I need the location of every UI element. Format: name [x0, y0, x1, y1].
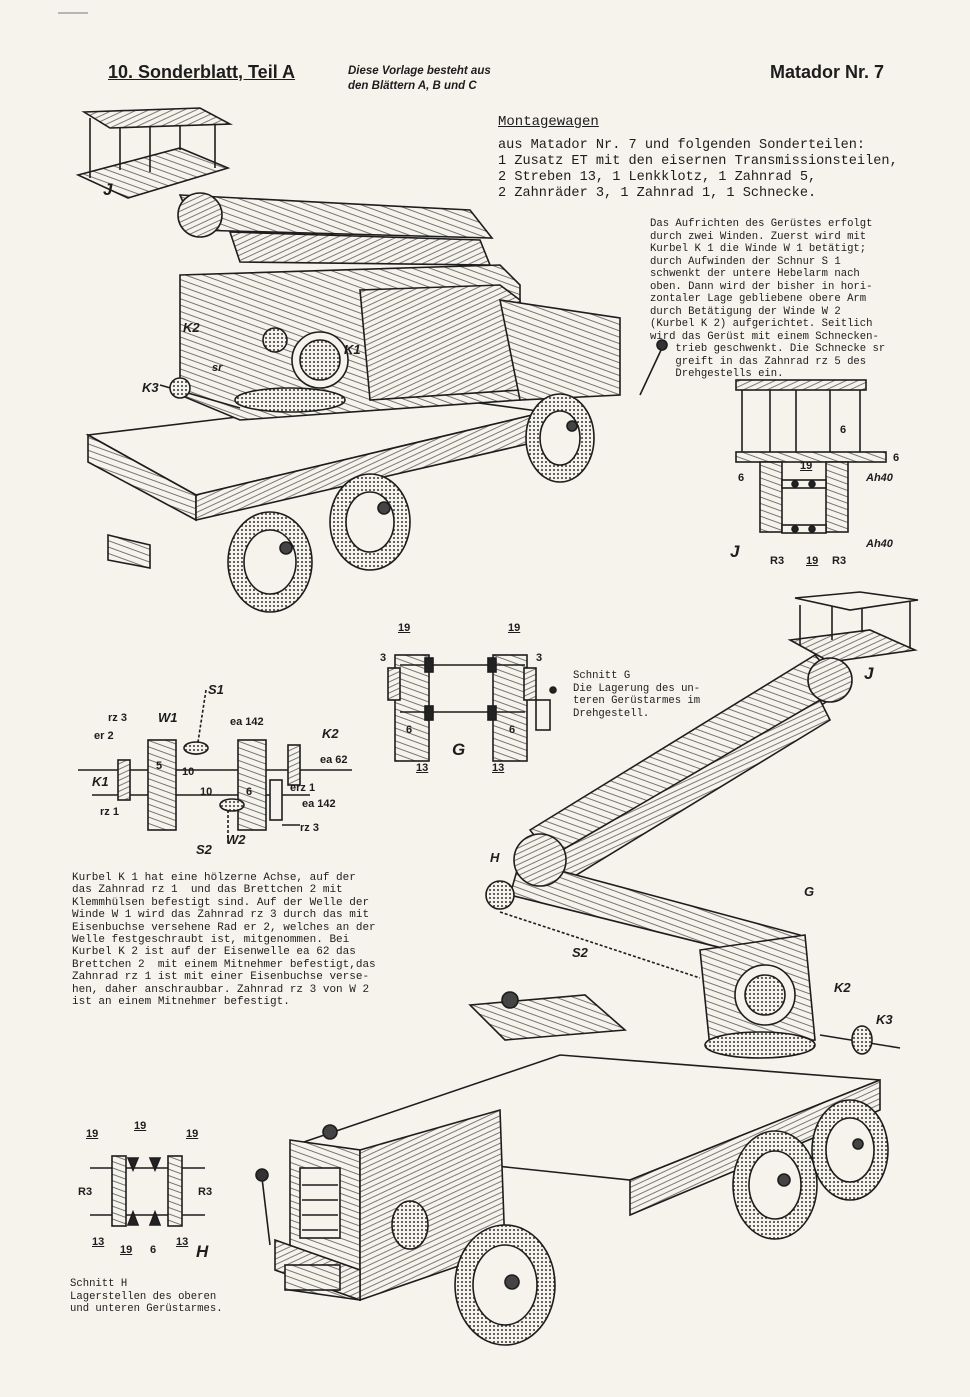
- section-g-note: Schnitt G Die Lagerung des un- teren Ger…: [573, 670, 701, 720]
- label-w2: W2: [226, 832, 246, 847]
- intro-text: aus Matador Nr. 7 und folgenden Sonderte…: [498, 138, 898, 201]
- section-h-drawing: [90, 1155, 205, 1227]
- label-rz1: rz 1: [100, 806, 119, 818]
- label-winch-10a: 10: [182, 766, 195, 778]
- label-h-6: 6: [150, 1244, 157, 1256]
- label-rz3-b: rz 3: [300, 822, 319, 834]
- label-winch-6: 6: [246, 786, 253, 798]
- label-k2-winch: K2: [322, 726, 339, 741]
- vehicle-lowered-drawing: [75, 107, 668, 613]
- label-j-19a: 19: [800, 460, 813, 472]
- label-winch-5: 5: [156, 760, 163, 772]
- label-h-r3-right: R3: [198, 1186, 213, 1198]
- label-g-6a: 6: [406, 724, 413, 736]
- label-j-6a: 6: [840, 424, 847, 436]
- sheet-note-line1: Diese Vorlage besteht aus: [348, 65, 491, 77]
- label-sr: sr: [212, 362, 223, 374]
- label-g-19b: 19: [508, 622, 521, 634]
- label-s2-vehicle: S2: [572, 945, 588, 960]
- sheet-note: Diese Vorlage besteht aus den Blättern A…: [348, 64, 491, 94]
- label-k2-vehicle: K2: [834, 980, 851, 995]
- section-g-drawing: [387, 654, 557, 762]
- winch-diagram: [78, 689, 352, 845]
- label-k2-top: K2: [183, 320, 200, 335]
- label-j-top: J: [103, 180, 113, 199]
- label-ea142-a: ea 142: [230, 716, 264, 728]
- label-j-19b: 19: [806, 555, 819, 567]
- label-ah40b: Ah40: [866, 538, 893, 550]
- label-er2: er 2: [94, 730, 114, 742]
- label-g-13a: 13: [416, 762, 429, 774]
- set-name: Matador Nr. 7: [770, 62, 885, 82]
- label-s1: S1: [208, 682, 224, 697]
- label-h-13-left: 13: [92, 1236, 105, 1248]
- label-j-6b: 6: [893, 452, 900, 464]
- section-title: Montagewagen: [498, 114, 599, 130]
- label-g-vehicle: G: [804, 884, 815, 899]
- label-j-r3a: R3: [770, 555, 785, 567]
- label-k1-top: K1: [344, 342, 361, 357]
- label-k1-winch: K1: [92, 774, 109, 789]
- label-rz3-a: rz 3: [108, 712, 127, 724]
- label-j-r3b: R3: [832, 555, 847, 567]
- label-h-19-top: 19: [134, 1120, 147, 1132]
- sheet-note-line2: den Blättern A, B und C: [348, 80, 477, 92]
- label-g-6b: 6: [509, 724, 516, 736]
- label-h-19-left: 19: [86, 1128, 99, 1140]
- label-w1: W1: [158, 710, 178, 725]
- vehicle-raised-drawing: [255, 591, 919, 1346]
- description-text: Das Aufrichten des Gerüstes erfolgt durc…: [650, 218, 886, 380]
- label-h-r3-left: R3: [78, 1186, 93, 1198]
- label-k3-top: K3: [142, 380, 159, 395]
- label-j-6c: 6: [738, 472, 745, 484]
- basket-section-j-drawing: [735, 379, 887, 534]
- label-h-vehicle: H: [490, 850, 500, 865]
- label-winch-10b: 10: [200, 786, 213, 798]
- label-g-3a: 3: [380, 652, 387, 664]
- label-ea142-b: ea 142: [302, 798, 336, 810]
- label-ah40a: Ah40: [866, 472, 893, 484]
- label-g: G: [452, 740, 466, 759]
- label-s2-winch: S2: [196, 842, 212, 857]
- label-j-bottom: J: [864, 664, 874, 683]
- crank-description: Kurbel K 1 hat eine hölzerne Achse, auf …: [72, 872, 376, 1009]
- label-ea62: ea 62: [320, 754, 348, 766]
- section-h-note: Schnitt H Lagerstellen des oberen und un…: [70, 1278, 223, 1315]
- label-h-section: H: [196, 1242, 209, 1261]
- label-erz1: erz 1: [290, 782, 316, 794]
- label-h-19-bottom: 19: [120, 1244, 133, 1256]
- label-g-3b: 3: [536, 652, 543, 664]
- label-h-19-right: 19: [186, 1128, 199, 1140]
- label-k3-vehicle: K3: [876, 1012, 893, 1027]
- label-h-13-right: 13: [176, 1236, 189, 1248]
- label-g-13b: 13: [492, 762, 505, 774]
- sheet-title: 10. Sonderblatt, Teil A: [108, 62, 296, 82]
- label-j-detail: J: [730, 542, 740, 561]
- label-g-19a: 19: [398, 622, 411, 634]
